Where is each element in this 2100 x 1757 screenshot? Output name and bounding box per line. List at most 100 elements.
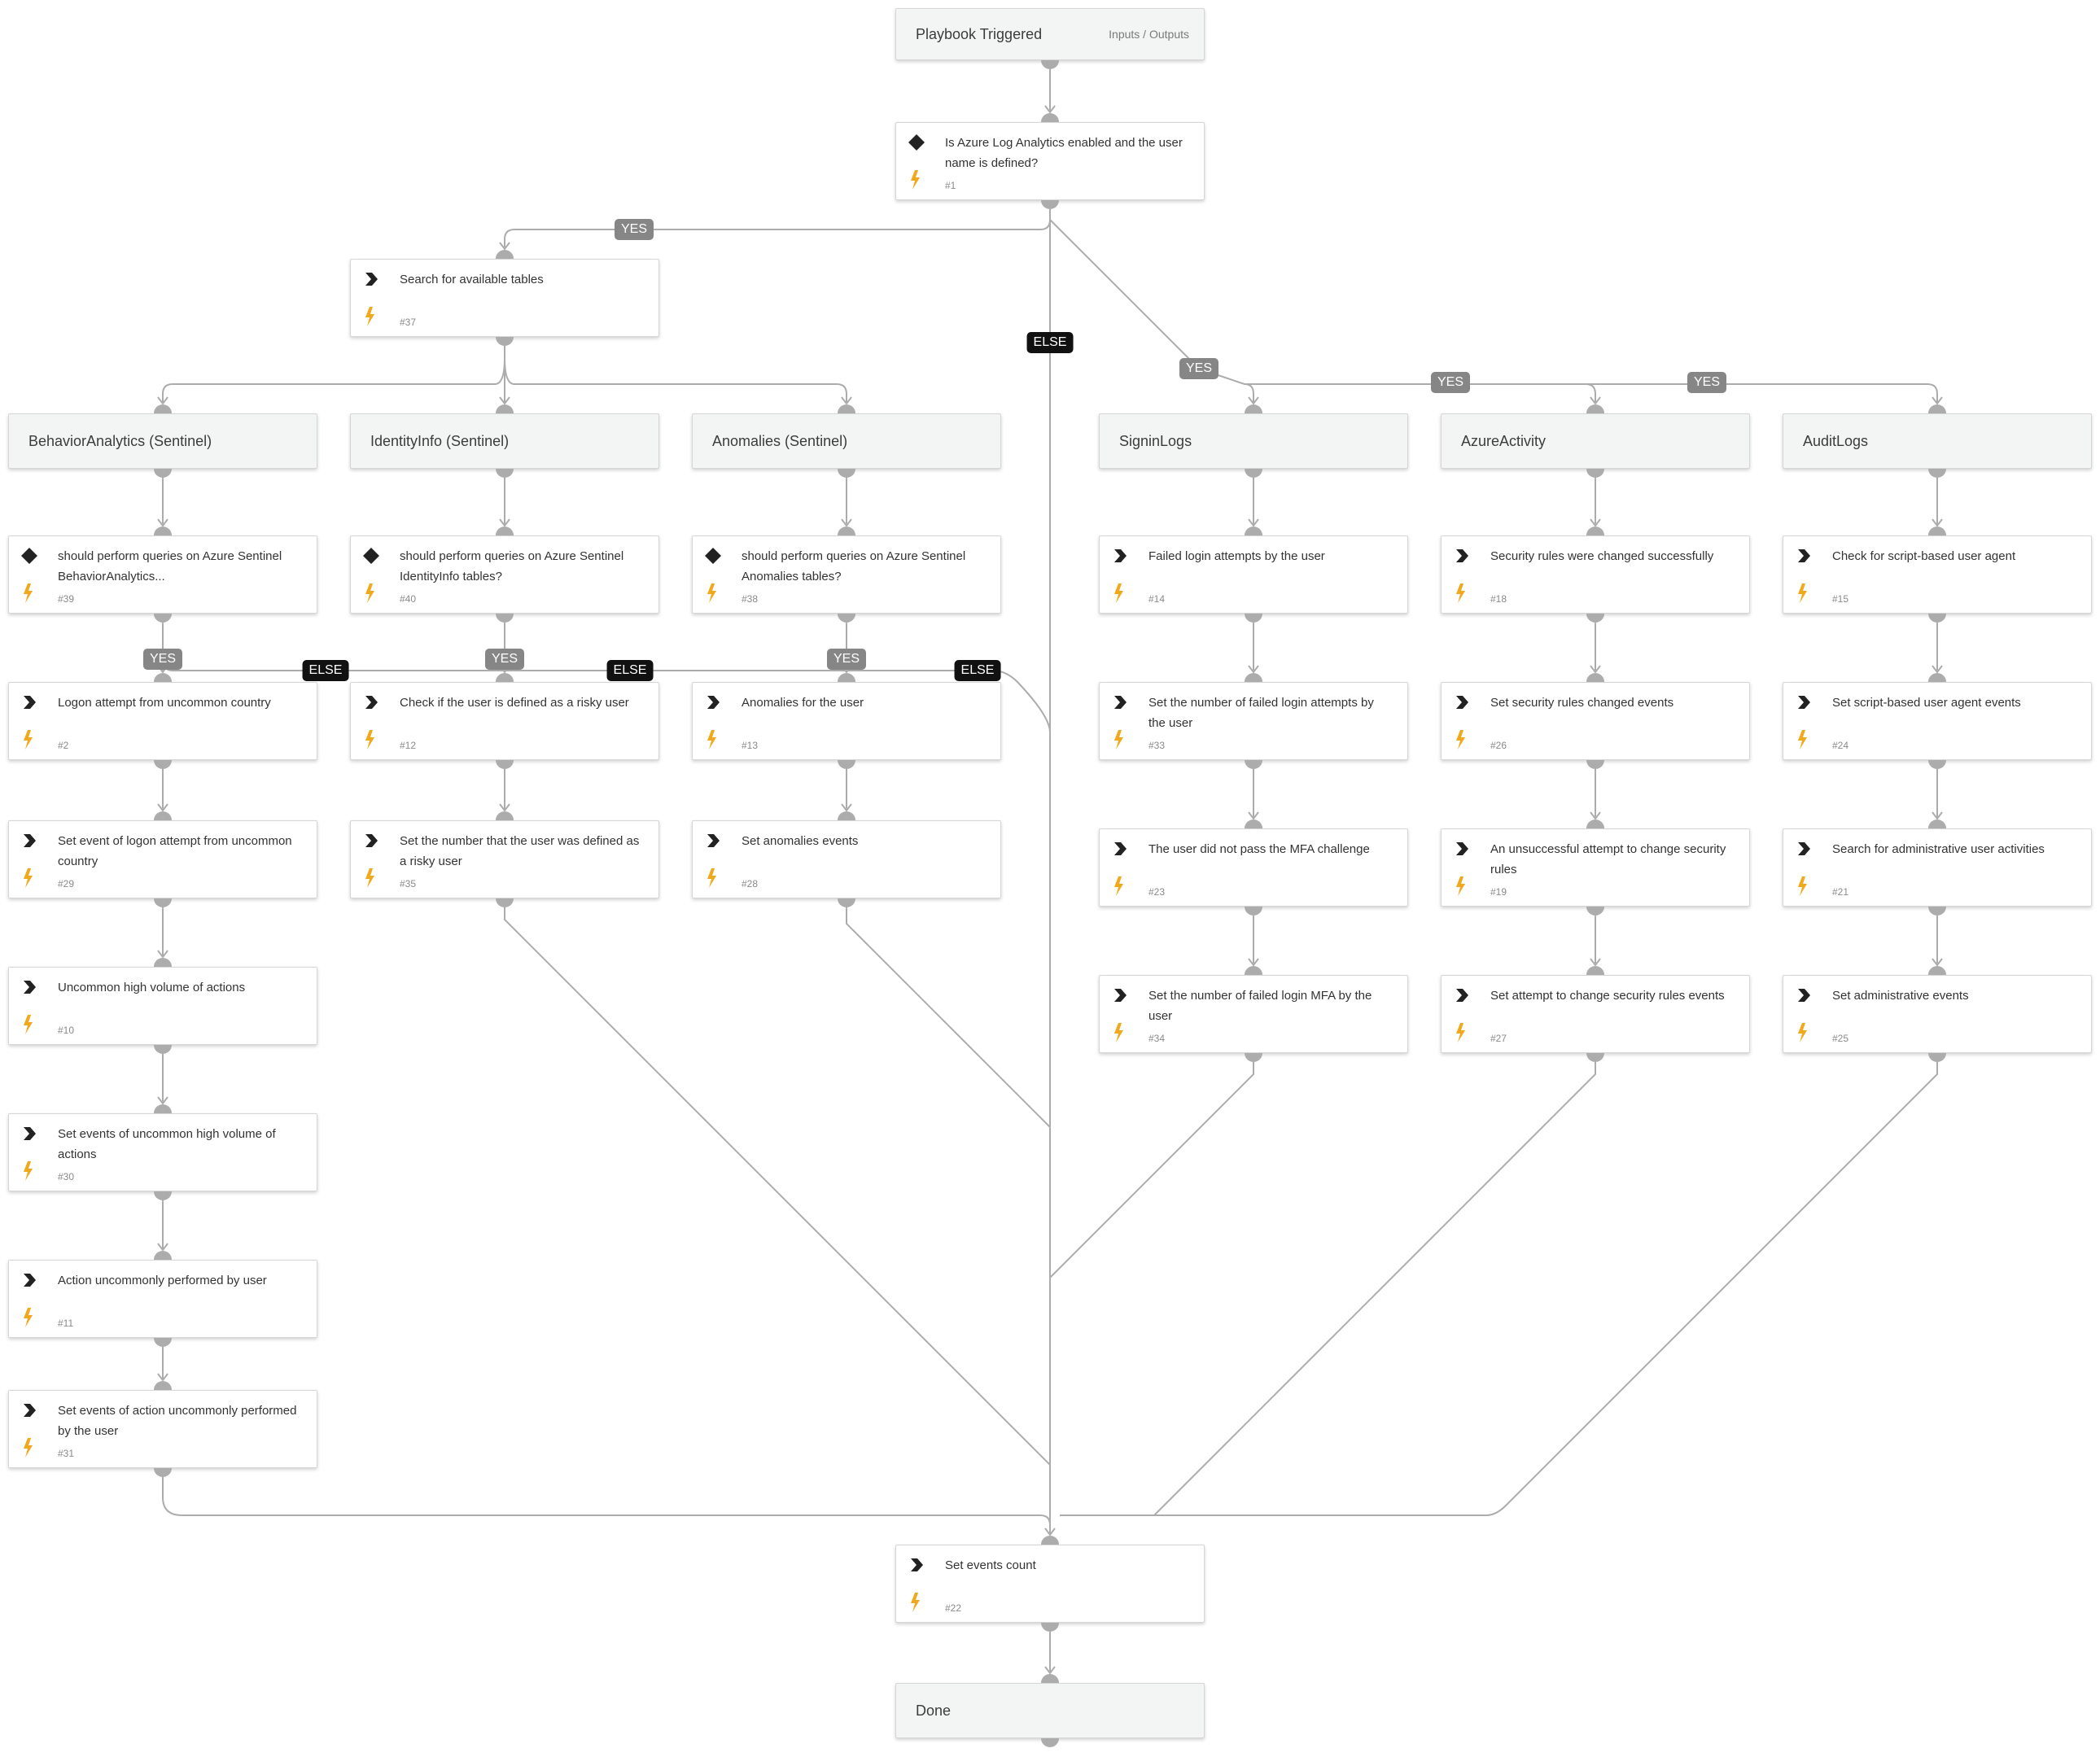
input-port[interactable]: [1928, 819, 1946, 828]
output-port[interactable]: [1586, 469, 1604, 478]
task-node-15[interactable]: Check for script-based user agent #15: [1783, 535, 2092, 614]
input-port[interactable]: [1586, 673, 1604, 682]
output-port[interactable]: [496, 469, 514, 478]
input-port[interactable]: [1586, 404, 1604, 413]
input-port[interactable]: [1041, 113, 1059, 122]
task-node-27[interactable]: Set attempt to change security rules eve…: [1441, 975, 1750, 1053]
output-port[interactable]: [838, 760, 855, 769]
input-port[interactable]: [496, 673, 514, 682]
output-port[interactable]: [1041, 60, 1059, 69]
input-port[interactable]: [1245, 673, 1262, 682]
output-port[interactable]: [154, 760, 172, 769]
output-port[interactable]: [1586, 907, 1604, 916]
input-port[interactable]: [1928, 527, 1946, 535]
task-node-34[interactable]: Set the number of failed login MFA by th…: [1099, 975, 1408, 1053]
output-port[interactable]: [838, 469, 855, 478]
task-node-23[interactable]: The user did not pass the MFA challenge …: [1099, 828, 1408, 907]
output-port[interactable]: [1586, 614, 1604, 623]
output-port[interactable]: [154, 1045, 172, 1054]
output-port[interactable]: [496, 614, 514, 623]
input-port[interactable]: [838, 404, 855, 413]
input-port[interactable]: [838, 527, 855, 535]
section-behavior-analytics[interactable]: BehaviorAnalytics (Sentinel): [8, 413, 317, 469]
task-node-33[interactable]: Set the number of failed login attempts …: [1099, 682, 1408, 760]
task-node-12[interactable]: Check if the user is defined as a risky …: [350, 682, 659, 760]
input-port[interactable]: [496, 404, 514, 413]
output-port[interactable]: [838, 614, 855, 623]
input-port[interactable]: [154, 1251, 172, 1260]
task-node-38[interactable]: should perform queries on Azure Sentinel…: [692, 535, 1001, 614]
output-port[interactable]: [1245, 907, 1262, 916]
input-port[interactable]: [838, 673, 855, 682]
task-node-19[interactable]: An unsuccessful attempt to change securi…: [1441, 828, 1750, 907]
task-node-39[interactable]: should perform queries on Azure Sentinel…: [8, 535, 317, 614]
output-port[interactable]: [1041, 1738, 1059, 1747]
input-port[interactable]: [154, 673, 172, 682]
task-node-37[interactable]: Search for available tables #37: [350, 259, 659, 337]
input-port[interactable]: [1586, 527, 1604, 535]
task-node-14[interactable]: Failed login attempts by the user #14: [1099, 535, 1408, 614]
task-node-10[interactable]: Uncommon high volume of actions #10: [8, 967, 317, 1045]
input-port[interactable]: [154, 811, 172, 820]
section-anomalies[interactable]: Anomalies (Sentinel): [692, 413, 1001, 469]
output-port[interactable]: [1928, 1053, 1946, 1062]
input-port[interactable]: [838, 811, 855, 820]
input-port[interactable]: [496, 250, 514, 259]
task-node-31[interactable]: Set events of action uncommonly performe…: [8, 1390, 317, 1468]
input-port[interactable]: [1245, 404, 1262, 413]
input-port[interactable]: [154, 404, 172, 413]
playbook-triggered-node[interactable]: Playbook Triggered Inputs / Outputs: [895, 8, 1205, 60]
section-signin-logs[interactable]: SigninLogs: [1099, 413, 1408, 469]
output-port[interactable]: [154, 1191, 172, 1200]
section-azure-activity[interactable]: AzureActivity: [1441, 413, 1750, 469]
output-port[interactable]: [838, 898, 855, 907]
output-port[interactable]: [1041, 200, 1059, 209]
section-audit-logs[interactable]: AuditLogs: [1783, 413, 2092, 469]
input-port[interactable]: [1245, 819, 1262, 828]
input-port[interactable]: [1586, 819, 1604, 828]
input-port[interactable]: [1928, 966, 1946, 975]
input-port[interactable]: [154, 527, 172, 535]
task-node-35[interactable]: Set the number that the user was defined…: [350, 820, 659, 898]
task-node-11[interactable]: Action uncommonly performed by user #11: [8, 1260, 317, 1338]
output-port[interactable]: [1586, 760, 1604, 769]
input-port[interactable]: [496, 811, 514, 820]
output-port[interactable]: [496, 337, 514, 346]
output-port[interactable]: [1928, 614, 1946, 623]
output-port[interactable]: [1245, 614, 1262, 623]
output-port[interactable]: [1041, 1623, 1059, 1632]
output-port[interactable]: [1245, 760, 1262, 769]
task-node-25[interactable]: Set administrative events #25: [1783, 975, 2092, 1053]
task-node-13[interactable]: Anomalies for the user #13: [692, 682, 1001, 760]
task-node-30[interactable]: Set events of uncommon high volume of ac…: [8, 1113, 317, 1191]
output-port[interactable]: [496, 898, 514, 907]
input-port[interactable]: [154, 1104, 172, 1113]
output-port[interactable]: [1928, 469, 1946, 478]
section-identity-info[interactable]: IdentityInfo (Sentinel): [350, 413, 659, 469]
output-port[interactable]: [1245, 469, 1262, 478]
input-port[interactable]: [1245, 966, 1262, 975]
task-node-21[interactable]: Search for administrative user activitie…: [1783, 828, 2092, 907]
output-port[interactable]: [154, 1468, 172, 1477]
done-node[interactable]: Done: [895, 1683, 1205, 1738]
input-port[interactable]: [154, 958, 172, 967]
task-node-2[interactable]: Logon attempt from uncommon country #2: [8, 682, 317, 760]
input-port[interactable]: [1041, 1536, 1059, 1545]
input-port[interactable]: [154, 1381, 172, 1390]
task-node-22[interactable]: Set events count #22: [895, 1545, 1205, 1623]
output-port[interactable]: [1245, 1053, 1262, 1062]
task-node-40[interactable]: should perform queries on Azure Sentinel…: [350, 535, 659, 614]
input-port[interactable]: [1586, 966, 1604, 975]
task-node-18[interactable]: Security rules were changed successfully…: [1441, 535, 1750, 614]
task-node-1[interactable]: Is Azure Log Analytics enabled and the u…: [895, 122, 1205, 200]
input-port[interactable]: [1928, 673, 1946, 682]
output-port[interactable]: [1928, 907, 1946, 916]
task-node-26[interactable]: Set security rules changed events #26: [1441, 682, 1750, 760]
task-node-28[interactable]: Set anomalies events #28: [692, 820, 1001, 898]
output-port[interactable]: [496, 760, 514, 769]
input-port[interactable]: [1041, 1674, 1059, 1683]
output-port[interactable]: [1586, 1053, 1604, 1062]
inputs-outputs-link[interactable]: Inputs / Outputs: [1109, 28, 1189, 41]
output-port[interactable]: [154, 469, 172, 478]
input-port[interactable]: [1928, 404, 1946, 413]
